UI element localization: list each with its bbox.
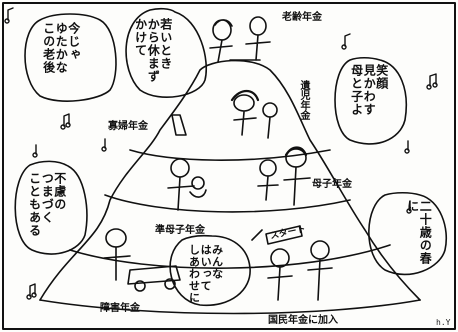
label-orphan: 遺児年金 [298,80,309,120]
bubble-line: から休まず [146,18,161,83]
start-sign [265,225,303,245]
bubble-top-left2-outline [24,13,117,102]
label-join: 国民年金に加入 [268,315,338,326]
bubble-left-lower-text: 不慮の つまづく こともある [27,172,67,250]
bubble-right-lower-text: 二十歳の春に [405,200,433,274]
bubble-line: しあわせに [187,244,201,304]
music-notes [4,7,438,300]
parents-with-baby [167,158,207,211]
bubble-line: この老後 [41,22,56,74]
widow-figure [171,114,187,136]
bubble-line: ゆたかな [54,22,69,74]
bubble-top-left-text: 若いとき から休まず かけて [133,18,173,100]
bubble-line: かけて [133,18,148,57]
bubble-right-lower-outline [368,191,447,276]
bubble-line: 笑顔 [374,64,389,90]
label-widow: 寡婦年金 [108,121,148,132]
bubble-line: 不慮の [52,172,67,211]
bubble-top-left-outline [125,7,207,98]
elderly-couple [209,16,271,63]
bubble-right-upper-outline [334,56,407,145]
label-old-age: 老齢年金 [282,12,322,23]
bubble-line: 今じゃ [66,22,81,61]
bubble-line: 見かわす [362,64,377,116]
label-quasi-mother-child: 準母子年金 [155,225,205,236]
label-disability: 障害年金 [100,303,140,314]
artist-signature: h.Y [436,318,451,327]
bubble-top-left2-text: 今じゃ ゆたかな この老後 [41,22,81,104]
label-mother-child: 母子年金 [312,179,352,190]
bubble-line: こともある [27,172,42,237]
bubble-left-lower-outline [14,160,88,255]
bubble-line: 二十歳の春に [405,200,433,265]
tier-line-2 [104,194,351,213]
tier-line-base [39,299,421,315]
bubble-bottom-center-text: みんな はいって しあわせに [187,244,224,306]
tier-line-1 [129,149,331,161]
bubble-line: 若いとき [158,18,173,70]
bubble-line: はいって [199,244,213,292]
disabled-man-car [103,228,181,292]
frame [2,2,456,330]
young-couple-start [251,225,333,301]
mother-child-hug [230,89,278,139]
bubble-line: みんな [210,244,224,280]
bubble-line: 母と子よ [349,64,364,116]
bubble-right-upper-text: 笑顔 見かわす 母と子よ [349,64,389,140]
bubble-line: つまづく [40,172,55,224]
mother-child-pair [257,146,311,206]
bubble-bottom-center-outline [169,234,251,307]
